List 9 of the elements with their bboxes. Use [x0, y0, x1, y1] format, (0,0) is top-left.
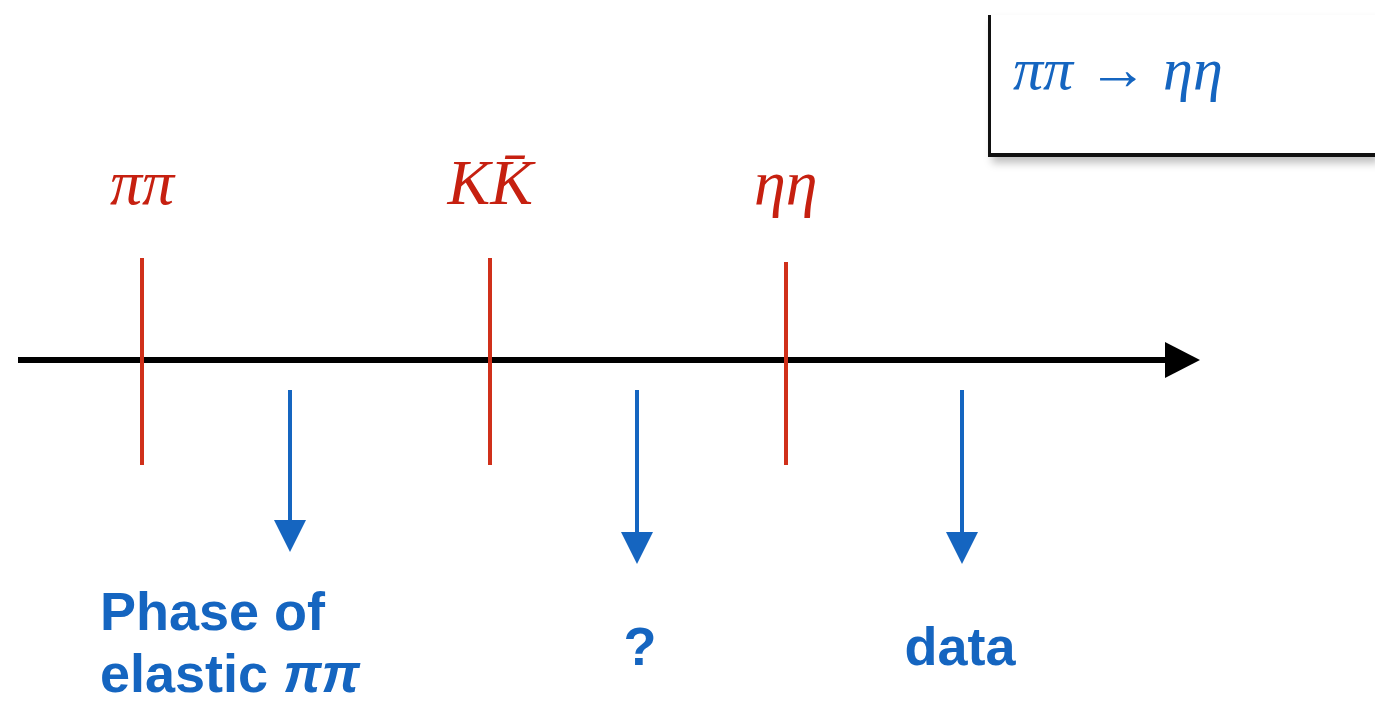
arrow: [274, 390, 306, 552]
threshold-label: ηη: [754, 148, 818, 218]
annotation-text: Phase of elastic ππ: [100, 580, 460, 704]
annotation-text: data: [880, 615, 1040, 677]
arrow: [621, 390, 653, 564]
threshold-label: ππ: [110, 148, 175, 218]
reaction-box: ππ → ηη: [988, 15, 1375, 157]
annotation-text: ?: [610, 615, 670, 677]
arrow: [946, 390, 978, 564]
